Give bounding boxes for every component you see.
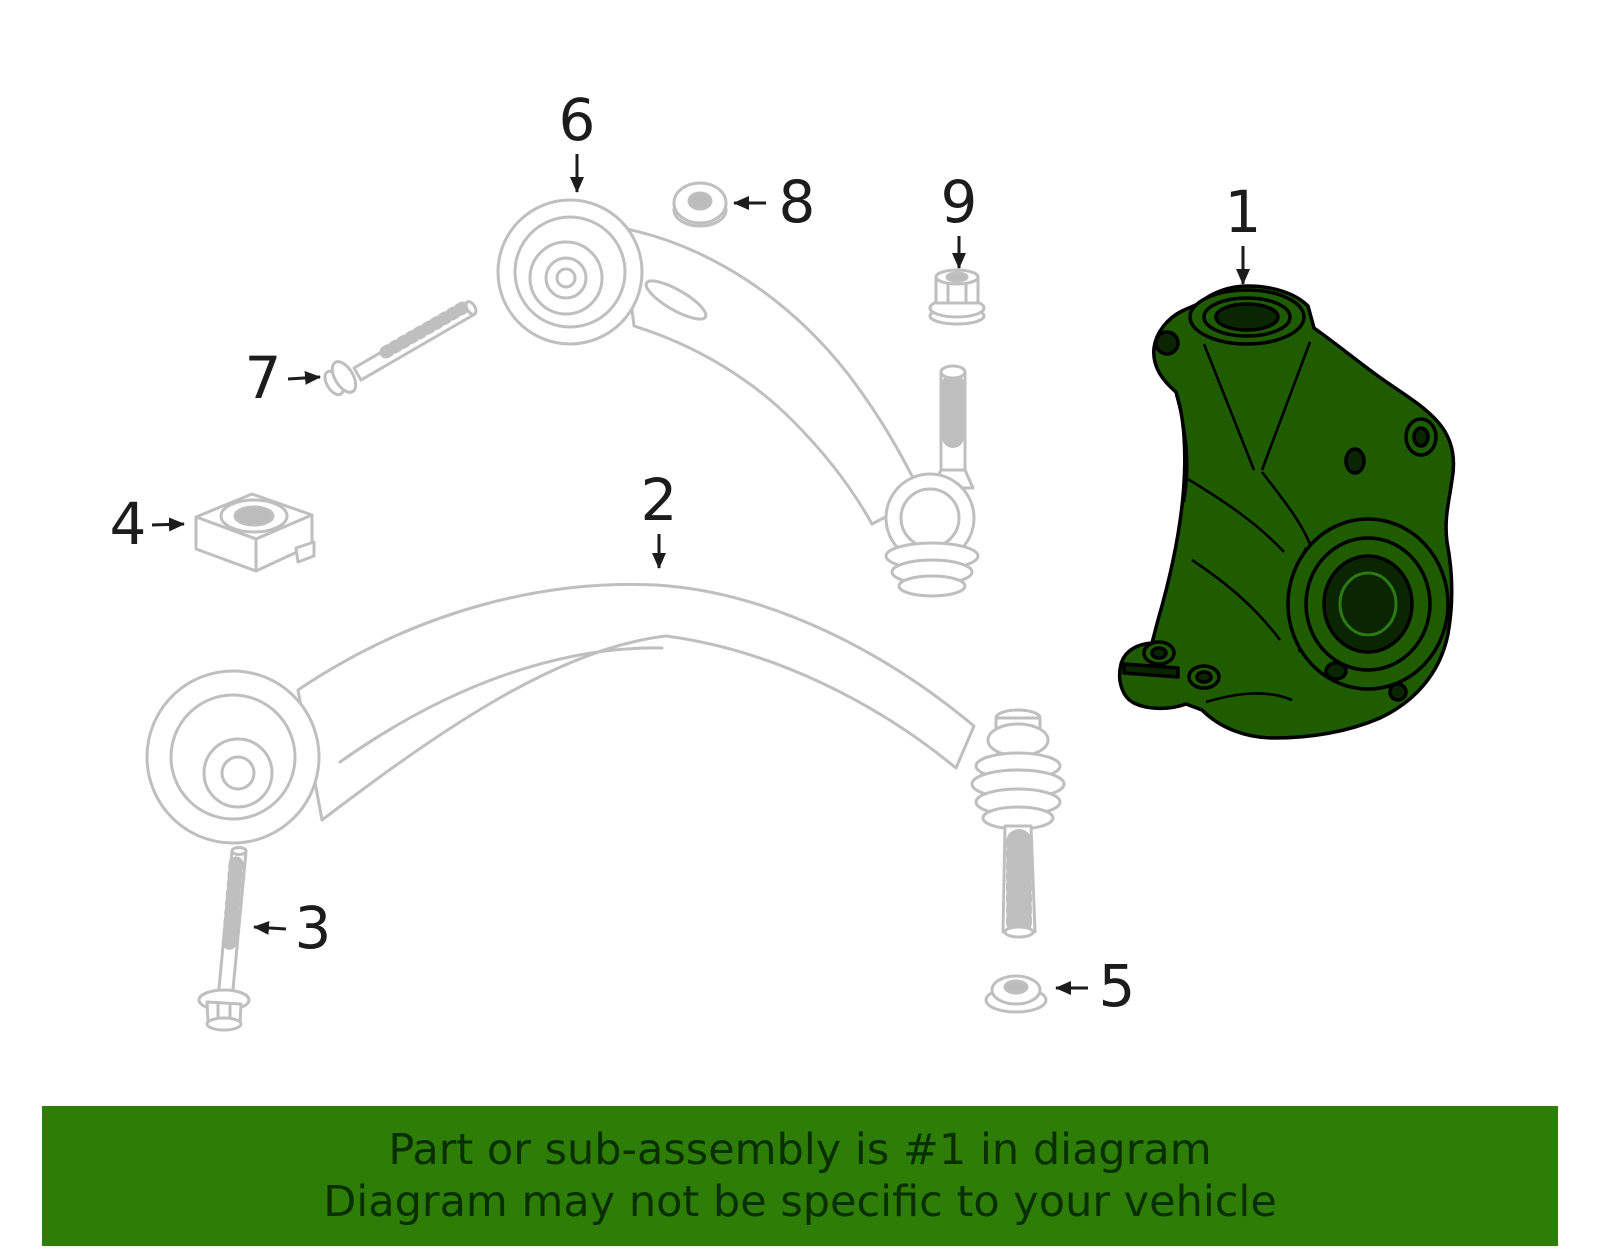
ball-joint-nut	[984, 974, 1048, 1014]
callout-1-label: 1	[1225, 178, 1262, 246]
callout-8-label: 8	[779, 168, 816, 236]
callout-1: 1	[1225, 178, 1262, 285]
callout-3-arrow	[253, 920, 287, 935]
banner-line-2: Diagram may not be specific to your vehi…	[323, 1177, 1277, 1227]
callout-2-label: 2	[641, 466, 678, 534]
upper-arm-nut	[672, 181, 728, 228]
callout-7-label: 7	[245, 344, 282, 412]
disclaimer-banner: Part or sub-assembly is #1 in diagram Di…	[42, 1106, 1558, 1246]
ball-stud-nut	[928, 268, 986, 326]
cage-nut	[194, 492, 316, 573]
callout-6-label: 6	[559, 86, 596, 154]
upper-control-arm	[496, 198, 980, 598]
lower-control-arm	[145, 583, 1066, 939]
banner-line-1: Part or sub-assembly is #1 in diagram	[388, 1124, 1212, 1175]
callout-8: 8	[733, 168, 816, 236]
callout-7: 7	[245, 344, 321, 412]
callout-9-label: 9	[941, 168, 978, 236]
callout-2: 2	[641, 466, 678, 569]
callout-5-label: 5	[1099, 952, 1136, 1020]
callout-3: 3	[253, 894, 332, 962]
upper-arm-bolt	[323, 299, 478, 397]
callout-9: 9	[941, 168, 978, 269]
callout-6: 6	[559, 86, 596, 193]
callouts: 1 2 3 4 5 6 7 8	[110, 86, 1262, 1020]
lower-arm-bolt	[197, 846, 251, 1032]
callout-4-label: 4	[110, 490, 147, 558]
callout-7-arrow	[287, 370, 321, 385]
callout-4: 4	[110, 490, 185, 558]
callout-5: 5	[1055, 952, 1136, 1020]
callout-4-arrow	[151, 517, 185, 532]
steering-knuckle-highlighted	[1117, 284, 1456, 740]
callout-3-label: 3	[295, 894, 332, 962]
